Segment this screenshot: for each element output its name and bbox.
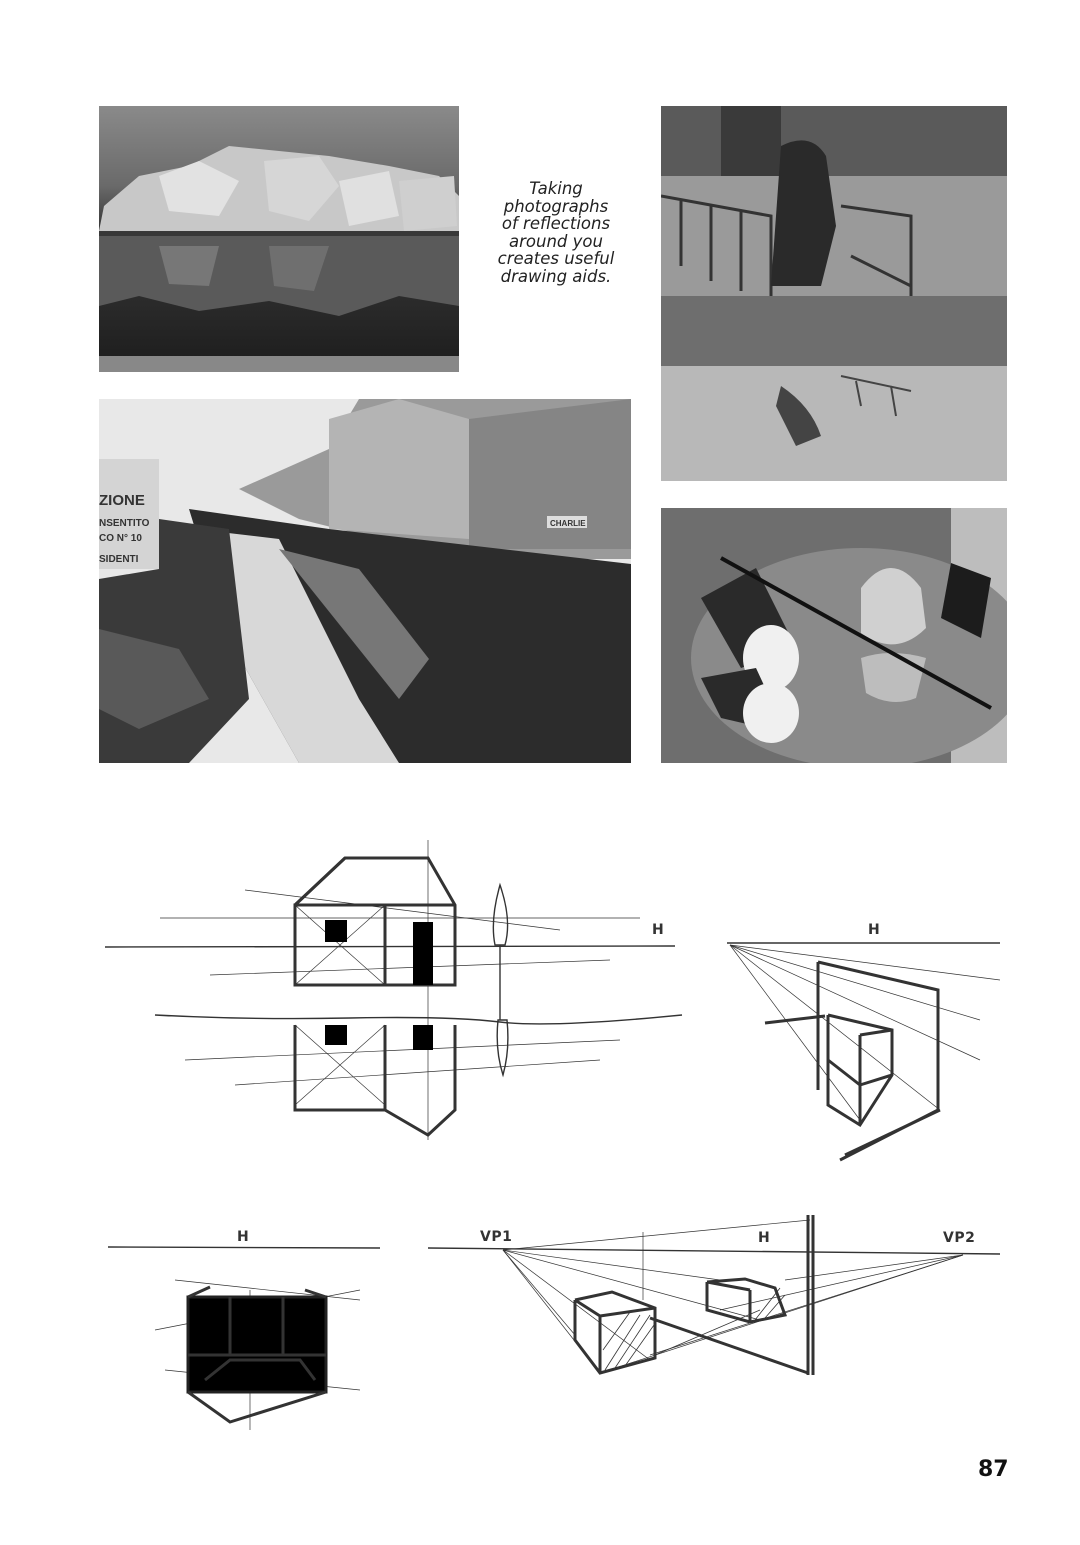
photo-rocks-reflection [99, 106, 459, 372]
sketch-box-frame [727, 942, 1001, 1162]
horizon-label: H [652, 922, 665, 938]
sketch-two-point-perspective [427, 1215, 1001, 1375]
vanishing-point-2-label: VP2 [943, 1230, 976, 1246]
photo-caption: Taking photographs of reflections around… [478, 180, 634, 285]
shop-sign-text: CHARLIE [550, 519, 586, 528]
photo-still-life-reflection [661, 508, 1007, 763]
photo-plaza-puddle-reflection [661, 106, 1007, 481]
horizon-label: H [758, 1230, 771, 1246]
caption-line: around you [509, 231, 603, 251]
sketch-open-box [107, 1246, 381, 1430]
page-number: 87 [978, 1457, 1009, 1482]
sign-text: SIDENTI [99, 554, 139, 565]
sign-text: ZIONE [99, 492, 145, 509]
caption-line: photographs [503, 196, 609, 216]
caption-line: drawing aids. [500, 266, 612, 286]
vanishing-point-1-label: VP1 [480, 1229, 513, 1245]
sign-text: NSENTITO [99, 518, 150, 529]
caption-line: of reflections [501, 214, 611, 233]
sketch-house-reflection [104, 840, 683, 1140]
sign-text: CO N° 10 [99, 533, 142, 544]
caption-line: Taking [529, 179, 583, 198]
horizon-label: H [237, 1229, 250, 1245]
horizon-label: H [868, 922, 881, 938]
photo-canal-reflection: ZIONE NSENTITO CO N° 10 SIDENTI CHARLIE [99, 399, 631, 763]
caption-line: creates useful [497, 249, 615, 268]
